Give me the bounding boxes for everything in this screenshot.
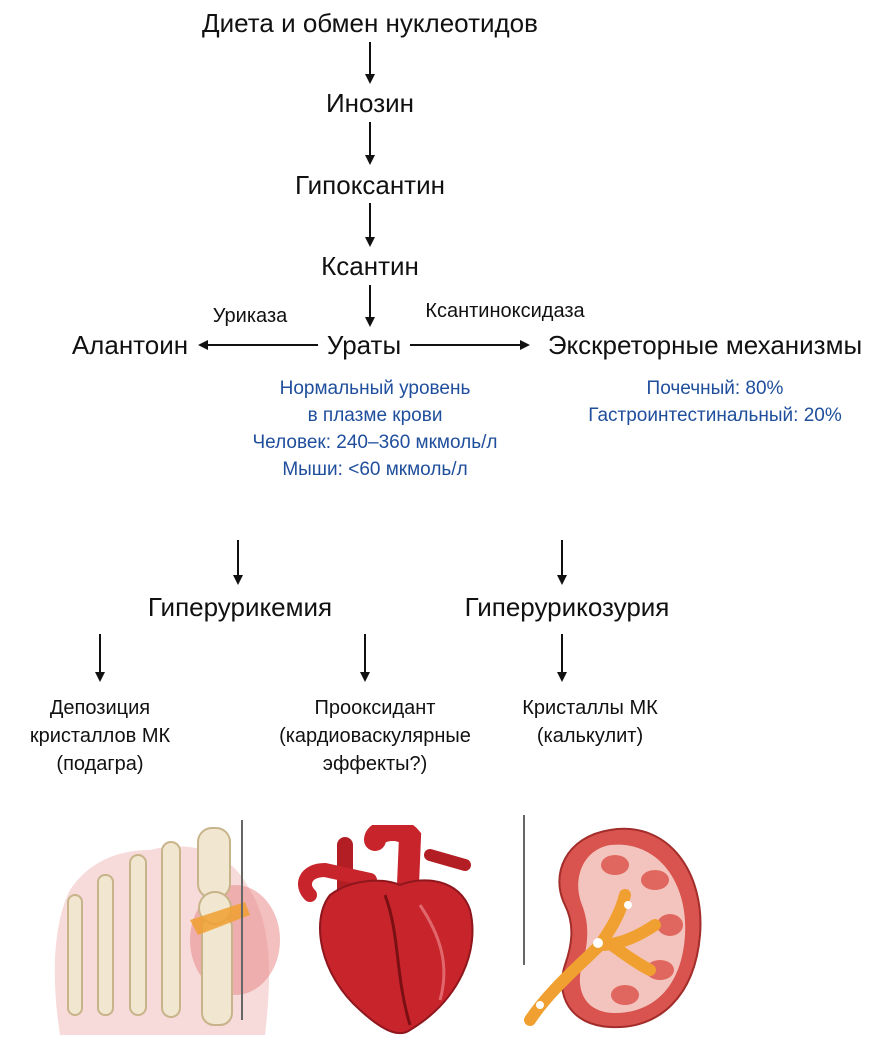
normal-level-mice: Мыши: <60 мкмоль/л — [195, 456, 555, 483]
excretion-gastro: Гастроинтестинальный: 20% — [555, 402, 875, 429]
outcome-crystals-line1: Кристаллы МК — [500, 694, 680, 722]
heart-icon — [290, 825, 490, 1040]
node-urates: Ураты — [312, 330, 416, 361]
node-inosine: Инозин — [290, 88, 450, 119]
node-excretory: Экскреторные механизмы — [540, 330, 870, 361]
kidney-icon — [510, 815, 710, 1040]
outcome-gout-line2: кристаллов МК — [10, 722, 190, 750]
node-allantoin: Алантоин — [60, 330, 200, 361]
node-xanthine: Ксантин — [290, 251, 450, 282]
outcome-gout-line3: (подагра) — [10, 750, 190, 778]
excretion-renal: Почечный: 80% — [555, 375, 875, 402]
node-hypoxanthine: Гипоксантин — [270, 170, 470, 201]
outcome-gout: Депозиция кристаллов МК (подагра) — [10, 694, 190, 778]
enzyme-xanthine-oxidase: Ксантиноксидаза — [405, 300, 605, 323]
outcome-gout-line1: Депозиция — [10, 694, 190, 722]
outcome-crystals: Кристаллы МК (калькулит) — [500, 694, 680, 750]
normal-level-line1: Нормальный уровень — [195, 375, 555, 402]
normal-level-human: Человек: 240–360 мкмоль/л — [195, 429, 555, 456]
enzyme-uricase: Уриказа — [195, 305, 305, 328]
normal-level-block: Нормальный уровень в плазме крови Челове… — [195, 375, 555, 483]
node-hyperuricosuria: Гиперурикозурия — [452, 592, 682, 623]
node-diet: Диета и обмен нуклеотидов — [190, 8, 550, 39]
outcome-prooxidant-line2: (кардиоваскулярные — [270, 722, 480, 750]
foot-gout-icon — [40, 820, 280, 1040]
outcome-crystals-line2: (калькулит) — [500, 722, 680, 750]
excretion-block: Почечный: 80% Гастроинтестинальный: 20% — [555, 375, 875, 429]
outcome-prooxidant-line1: Прооксидант — [270, 694, 480, 722]
outcome-prooxidant: Прооксидант (кардиоваскулярные эффекты?) — [270, 694, 480, 778]
node-hyperuricemia: Гиперурикемия — [145, 592, 335, 623]
normal-level-line2: в плазме крови — [195, 402, 555, 429]
outcome-prooxidant-line3: эффекты?) — [270, 750, 480, 778]
